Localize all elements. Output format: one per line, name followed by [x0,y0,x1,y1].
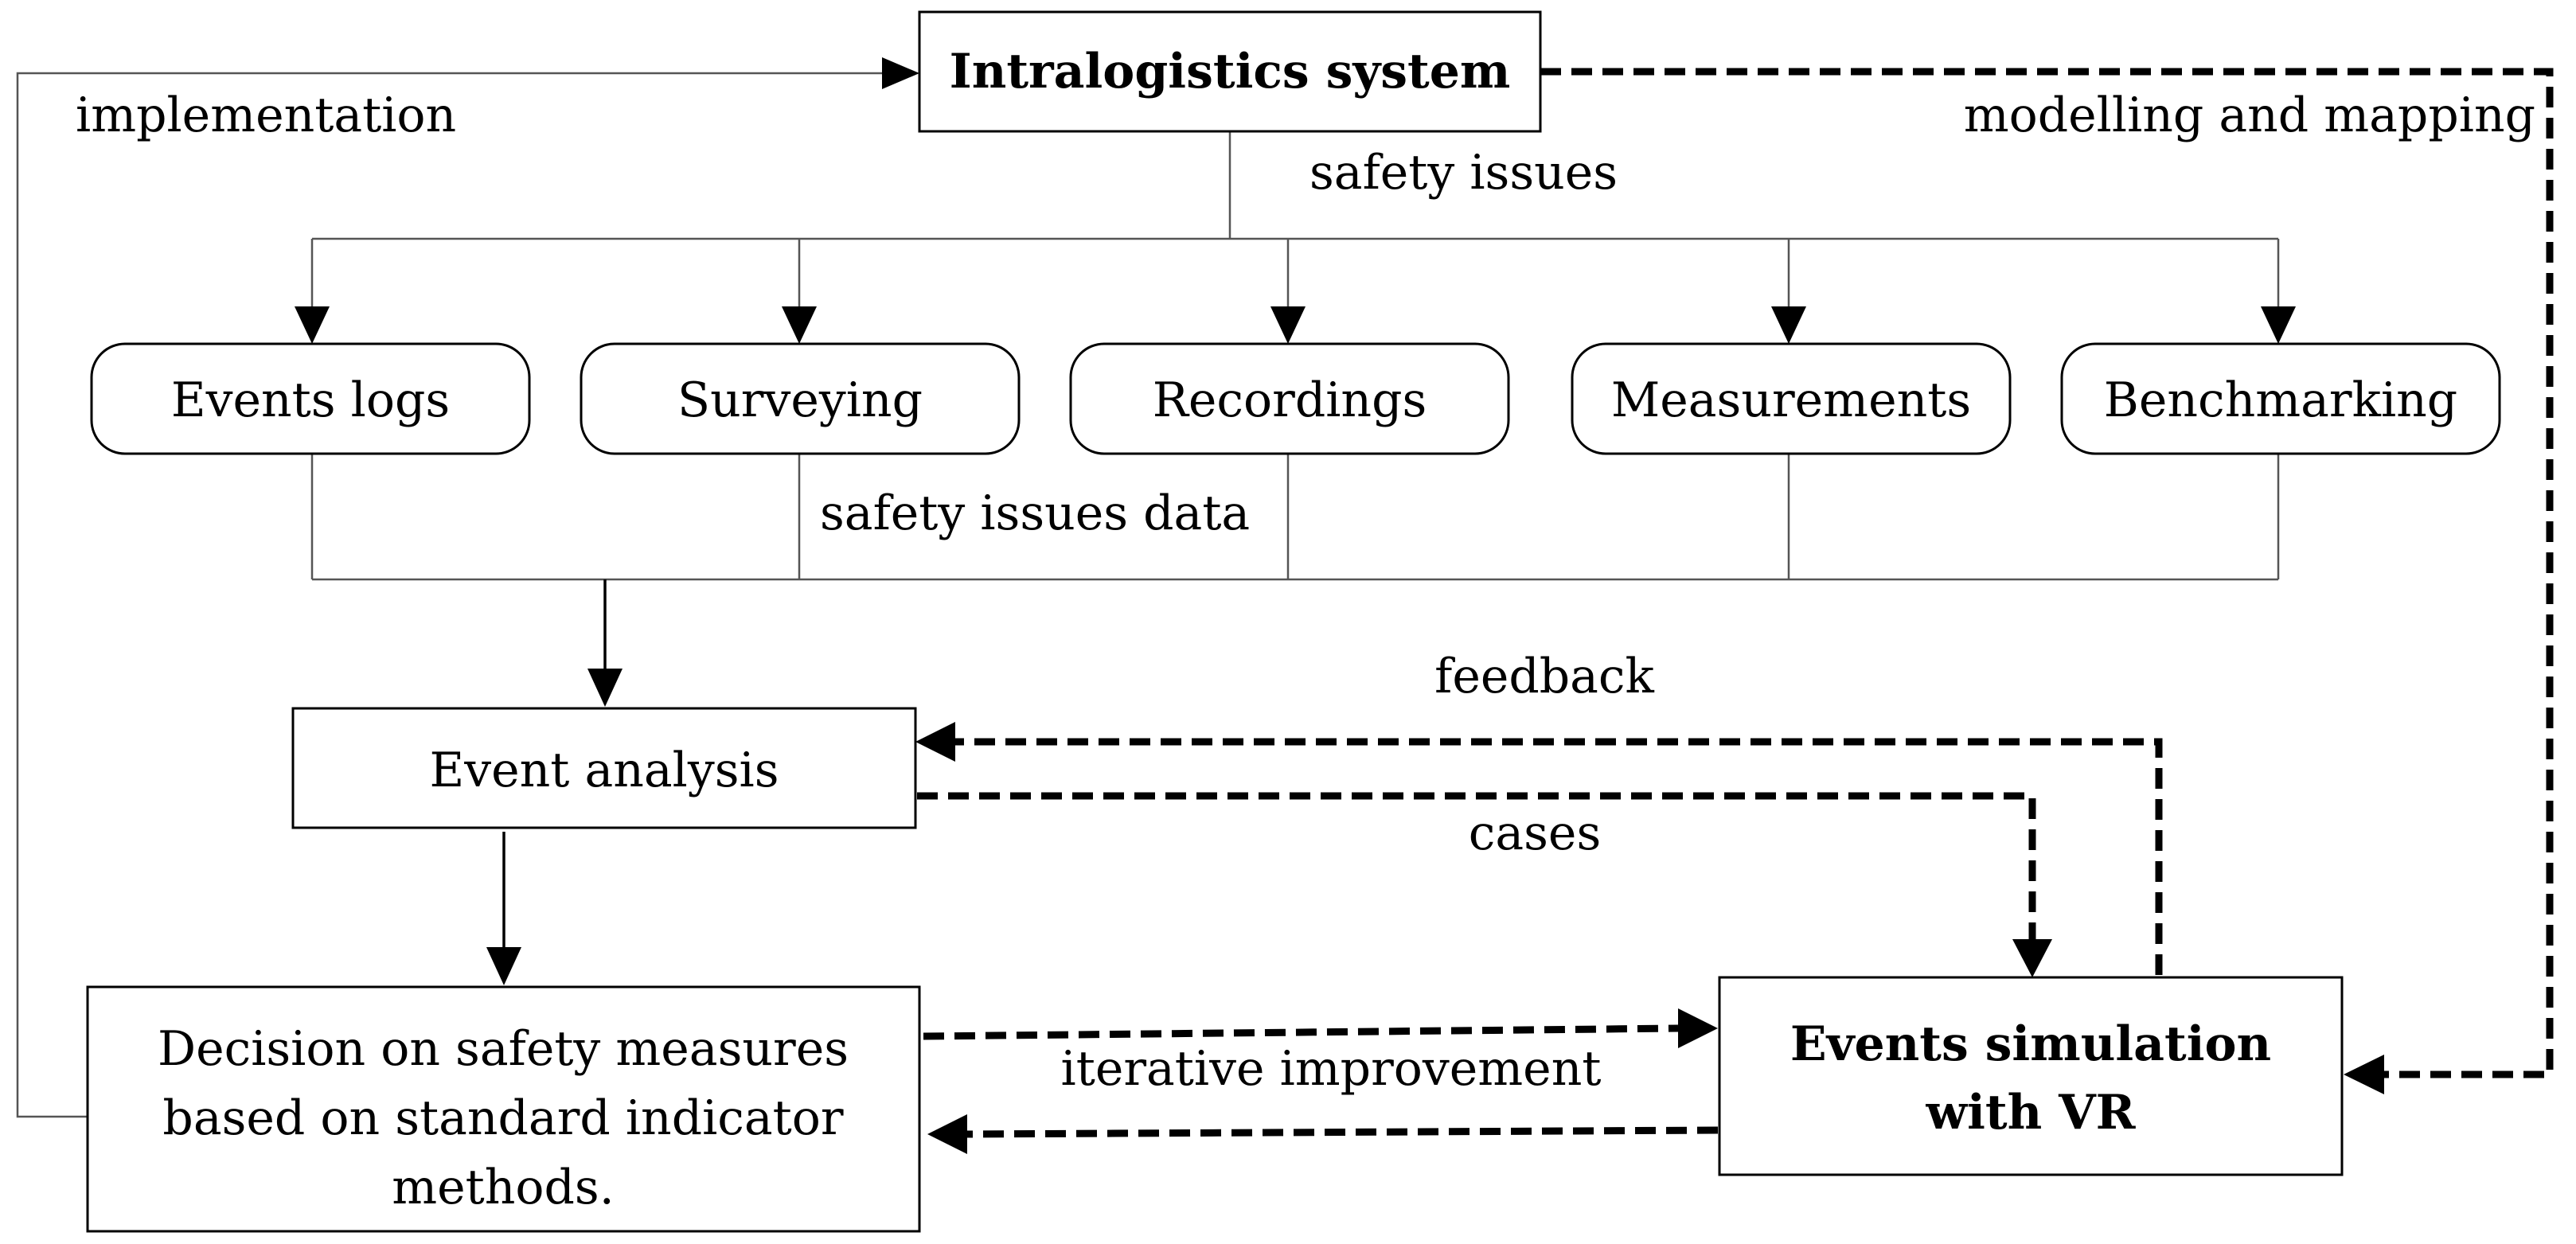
iterative-forward-arrowhead [1678,1008,1718,1048]
intralogistics-system-box: Intralogistics system [918,10,1542,133]
surveying-box: Surveying [580,342,1021,455]
iterative-back-arrowhead [927,1114,967,1154]
safety-issues-connector [310,131,2280,310]
arrowhead-surveying [782,306,817,344]
cases-arrowhead [2012,939,2052,977]
cases-label: cases [1469,805,1601,861]
measurements-label: Measurements [1611,372,1971,428]
feedback-connector [955,738,2163,975]
cases-connector [917,792,2036,939]
safety-issues-data-label: safety issues data [820,486,1250,541]
implementation-label: implementation [76,88,456,143]
recordings-box: Recordings [1069,342,1510,455]
events-simulation-box: Events simulation with VR [1718,976,2344,1176]
iterative-improvement-label: iterative improvement [1061,1041,1602,1097]
safety-issues-data-connector [310,454,2280,581]
arrowhead-recordings [1270,306,1306,344]
intralogistics-system-label: Intralogistics system [950,44,1511,99]
feedback-label: feedback [1434,649,1654,704]
to-decision-arrowhead [486,947,521,985]
iterative-back-connector [966,1126,1719,1138]
events-simulation-label-line-1: Events simulation [1790,1016,2271,1072]
to-event-analysis-arrowhead [587,669,623,707]
measurements-box: Measurements [1571,342,2012,455]
event-analysis-label: Event analysis [429,743,779,798]
feedback-arrowhead [915,722,955,762]
surveying-label: Surveying [677,372,923,428]
arrowhead-events-logs [295,306,330,344]
decision-box: Decision on safety measures based on sta… [86,985,921,1233]
events-logs-label: Events logs [171,372,450,428]
decision-label-line-2: based on standard indicator [162,1090,843,1146]
events-simulation-label-line-2: with VR [1925,1085,2136,1141]
events-logs-box: Events logs [90,342,531,455]
modelling-label: modelling and mapping [1964,88,2535,143]
modelling-connector [1540,68,2554,1078]
event-analysis-box: Event analysis [291,707,917,829]
arrowhead-benchmarking [2261,306,2296,344]
benchmarking-box: Benchmarking [2060,342,2501,455]
arrowhead-measurements [1771,306,1806,344]
decision-label-line-3: methods. [392,1160,615,1215]
decision-label-line-1: Decision on safety measures [158,1021,849,1077]
modelling-arrowhead [2344,1055,2384,1094]
benchmarking-label: Benchmarking [2104,372,2457,428]
iterative-forward-connector [923,1024,1679,1040]
implementation-arrowhead [882,57,919,89]
recordings-label: Recordings [1153,372,1427,428]
safety-issues-label: safety issues [1309,145,1618,201]
implementation-connector [16,72,882,1118]
